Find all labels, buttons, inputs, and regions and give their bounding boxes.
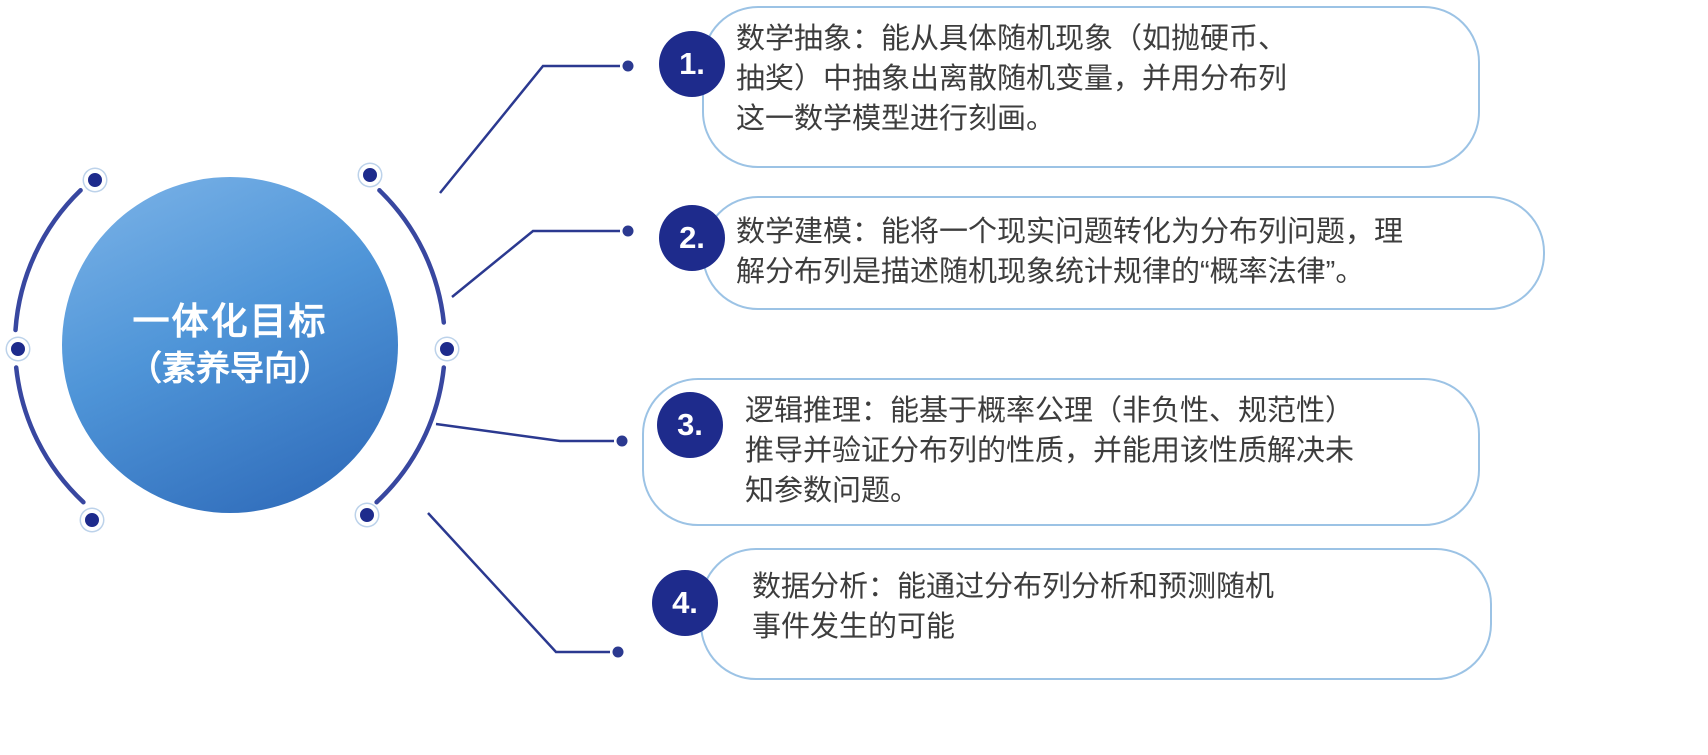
item-text-line: 数学抽象：能从具体随机现象（如抛硬币、 (736, 23, 1288, 55)
connector-line-3 (435, 422, 614, 443)
goal-circle: 一体化目标 （素养导向） (62, 177, 398, 513)
item-text-line: 数学建模：能将一个现实问题转化为分布列问题，理 (736, 216, 1404, 248)
item-badge-4: 4. (652, 570, 718, 636)
item-text-line: 事件发生的可能 (752, 611, 956, 643)
connector-dot-1 (622, 60, 634, 72)
item-badge-1: 1. (659, 31, 725, 97)
item-text-4: 数据分析：能通过分布列分析和预测随机 事件发生的可能 (752, 567, 1274, 647)
item-number-2: 2. (679, 220, 705, 255)
decor-node-dot (81, 509, 103, 531)
connector-dot-4 (612, 646, 624, 658)
connector-dot-3 (616, 435, 628, 447)
decor-arc-top-left (13, 188, 83, 333)
item-text-line: 推导并验证分布列的性质，并能用该性质解决未 (745, 435, 1355, 467)
item-text-line: 解分布列是描述随机现象统计规律的“概率法律”。 (736, 256, 1365, 288)
decor-node-dot (436, 338, 458, 360)
item-box-1 (702, 6, 1480, 168)
item-number-1: 1. (679, 46, 705, 81)
connector-dot-2 (622, 225, 634, 237)
item-text-line: 这一数学模型进行刻画。 (736, 103, 1056, 135)
connector-line-1 (439, 64, 620, 194)
item-text-1: 数学抽象：能从具体随机现象（如抛硬币、 抽奖）中抽象出离散随机变量，并用分布列 … (736, 19, 1287, 139)
item-text-2: 数学建模：能将一个现实问题转化为分布列问题，理 解分布列是描述随机现象统计规律的… (736, 212, 1403, 292)
item-badge-2: 2. (659, 205, 725, 271)
item-text-3: 逻辑推理：能基于概率公理（非负性、规范性） 推导并验证分布列的性质，并能用该性质… (745, 391, 1354, 511)
item-box-2 (702, 196, 1545, 310)
connector-line-2 (451, 229, 620, 298)
goal-title-line1: 一体化目标 (132, 301, 328, 342)
item-text-line: 逻辑推理：能基于概率公理（非负性、规范性） (745, 395, 1355, 427)
item-badge-3: 3. (657, 392, 723, 458)
item-text-line: 抽奖）中抽象出离散随机变量，并用分布列 (736, 63, 1288, 95)
item-number-4: 4. (672, 585, 698, 620)
decor-arc-bottom-left (13, 365, 86, 505)
item-number-3: 3. (677, 407, 703, 442)
decor-node-dot (356, 504, 378, 526)
decor-node-dot (7, 338, 29, 360)
item-box-4 (700, 548, 1492, 680)
goal-title-line2: （素养导向） (128, 350, 332, 388)
item-box-3 (642, 378, 1480, 526)
item-text-line: 数据分析：能通过分布列分析和预测随机 (752, 571, 1275, 603)
connector-line-4 (427, 512, 610, 654)
decor-arc-bottom-right (374, 365, 447, 505)
decor-arc-top-right (377, 188, 447, 325)
decor-node-dot (359, 164, 381, 186)
item-text-line: 知参数问题。 (745, 475, 920, 507)
decor-node-dot (84, 169, 106, 191)
